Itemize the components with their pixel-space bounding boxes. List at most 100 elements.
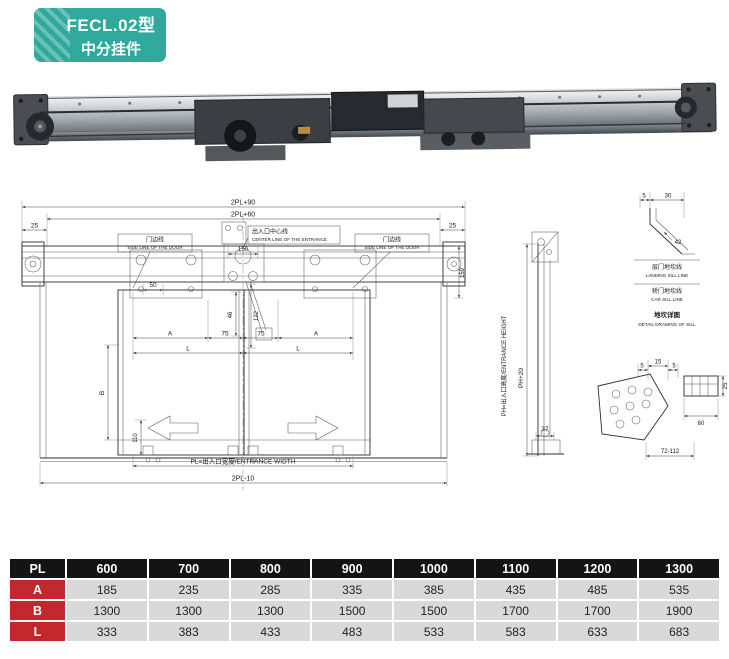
door-side-label-right-en: SIDE LINE OF THE DOOR bbox=[364, 245, 420, 250]
dim-ph-entrance-height: PH=出入口高度/ENTRANCE HEIGHT bbox=[500, 315, 508, 416]
dim-5-b: 5 bbox=[672, 364, 676, 370]
dim-ph-20: PH+20 bbox=[518, 368, 525, 388]
side-view-sill-section bbox=[531, 439, 561, 455]
dim-a-left: A bbox=[168, 331, 173, 338]
dimension-table: PL 600 700 800 900 1000 1100 1200 1300 A… bbox=[8, 557, 721, 643]
dim-110: 110 bbox=[133, 433, 139, 443]
belt-clamp-detail bbox=[221, 221, 247, 245]
sill-profile-section bbox=[683, 375, 719, 397]
table-cell: 1300 bbox=[148, 601, 229, 620]
entrance-center-label-cn: 出入口中心线 bbox=[252, 228, 288, 236]
table-cell: 1900 bbox=[639, 601, 719, 620]
table-cell: 385 bbox=[394, 580, 474, 599]
dim-75-right: 75 bbox=[257, 331, 265, 338]
dim-50: 50 bbox=[149, 282, 157, 289]
table-cell: 383 bbox=[148, 622, 229, 641]
table-row-l: L 333 383 433 483 533 583 633 683 bbox=[10, 622, 719, 641]
dim-l-right: L bbox=[296, 346, 300, 353]
table-cell: 535 bbox=[639, 580, 719, 599]
table-cell: 285 bbox=[230, 580, 311, 599]
entrance-center-label: 出入口中心线 CENTER LINE OF THE ENTRANCE bbox=[242, 225, 341, 249]
right-door-panel bbox=[243, 289, 371, 456]
left-door-hanger bbox=[129, 249, 203, 299]
table-header-row: PL 600 700 800 900 1000 1100 1200 1300 bbox=[10, 559, 719, 578]
dim-l-left: L bbox=[186, 346, 190, 353]
table-col-header: 1100 bbox=[475, 559, 556, 578]
table-cell: 235 bbox=[148, 580, 229, 599]
table-cell: 1500 bbox=[394, 601, 474, 620]
table-cell: 433 bbox=[230, 622, 311, 641]
dim-b-group: B bbox=[99, 344, 118, 441]
table-col-header: 1300 bbox=[639, 559, 719, 578]
dim-15: 15 bbox=[655, 360, 662, 366]
car-sill-line-label-cn: 轿门地坎线 bbox=[652, 287, 682, 295]
table-row-b: B 1300 1300 1300 1500 1500 1700 1700 190… bbox=[10, 601, 719, 620]
door-panels bbox=[117, 289, 371, 463]
dim-46: 46 bbox=[228, 311, 234, 318]
sill-detail-title-en: DETAIL DRAWING OF SILL bbox=[638, 322, 696, 327]
table-cell: 485 bbox=[557, 580, 638, 599]
door-side-label-left-cn: 门边线 bbox=[146, 236, 164, 244]
dim-25-left: 25 bbox=[31, 223, 39, 230]
dim-30: 30 bbox=[665, 194, 672, 200]
track-rail bbox=[18, 123, 713, 142]
table-cell: 1300 bbox=[67, 601, 147, 620]
dim-150: 150 bbox=[238, 247, 249, 253]
dim-b: B bbox=[99, 391, 106, 395]
door-side-label-right-cn: 门边线 bbox=[383, 236, 401, 244]
table-cell: 1700 bbox=[557, 601, 638, 620]
dim-110-group: 110 bbox=[133, 419, 147, 455]
table-cell: 583 bbox=[475, 622, 556, 641]
dim-5-a: 5 bbox=[640, 364, 644, 370]
table-col-header: 1000 bbox=[394, 559, 474, 578]
left-door-panel bbox=[117, 289, 245, 456]
side-view-hanger-detail bbox=[531, 231, 559, 263]
table-corner-pl: PL bbox=[10, 559, 65, 578]
landing-sill-line-label-cn: 层门地坎线 bbox=[652, 263, 682, 271]
dim-2pl-10: 2PL-10 bbox=[232, 476, 255, 483]
badge-text: FECL.02型 中分挂件 bbox=[34, 11, 166, 59]
table-cell: 533 bbox=[394, 622, 474, 641]
dim-25-right: 25 bbox=[449, 223, 457, 230]
table-cell: 185 bbox=[67, 580, 147, 599]
landing-sill-line-label-en: LANDING SILL LINE bbox=[646, 273, 688, 278]
front-view-mid-dimensions: 50 46 122 159 bbox=[142, 245, 466, 349]
open-direction-arrow-right bbox=[287, 415, 339, 441]
badge-stripes-decoration bbox=[34, 8, 70, 62]
right-door-hanger bbox=[303, 249, 377, 299]
dim-75-left: 75 bbox=[221, 331, 229, 338]
row-label-a: A bbox=[10, 580, 65, 599]
model-name: FECL.02型 bbox=[66, 16, 156, 35]
dim-72-112: 72-112 bbox=[661, 449, 680, 455]
table-col-header: 1200 bbox=[557, 559, 638, 578]
car-sill-line-label-en: CAR SILL LINE bbox=[651, 297, 683, 302]
door-side-label-right: 门边线 SIDE LINE OF THE DOOR bbox=[352, 233, 430, 289]
sill-detail-title-cn: 地坎详图 bbox=[654, 310, 681, 319]
table-col-header: 600 bbox=[67, 559, 147, 578]
table-row-a: A 185 235 285 335 385 435 485 535 bbox=[10, 580, 719, 599]
table-cell: 1700 bbox=[475, 601, 556, 620]
sill-detail-landing-car: 5 30 42 层门地坎线 LANDING SILL LINE 轿门地坎线 CA… bbox=[634, 192, 700, 327]
open-direction-arrow-left bbox=[147, 415, 199, 441]
dim-122: 122 bbox=[254, 310, 260, 321]
model-subtitle: 中分挂件 bbox=[80, 41, 141, 58]
dim-row-l: L L bbox=[133, 346, 353, 355]
door-side-label-left: 门边线 SIDE LINE OF THE DOOR bbox=[117, 233, 193, 289]
table-cell: 333 bbox=[67, 622, 147, 641]
dim-5-top: 5 bbox=[642, 194, 646, 200]
table-col-header: 700 bbox=[148, 559, 229, 578]
table-col-header: 800 bbox=[230, 559, 311, 578]
technical-drawing: 2PL+90 2PL+60 25 25 bbox=[21, 192, 729, 490]
table-col-header: 900 bbox=[312, 559, 392, 578]
table-cell: 1500 bbox=[312, 601, 392, 620]
dim-row-a75: A 75 75 A bbox=[132, 292, 354, 360]
table-cell: 335 bbox=[312, 580, 392, 599]
dim-a-right: A bbox=[314, 331, 319, 338]
lock-assembly bbox=[423, 97, 525, 134]
dim-37: 37 bbox=[541, 426, 549, 433]
header-track-front-view bbox=[21, 221, 466, 458]
row-label-l: L bbox=[10, 622, 65, 641]
dim-25: 25 bbox=[723, 382, 729, 389]
sill-and-bottom-dimensions: PL=出入口宽度/ENTRANCE WIDTH 2PL-10 bbox=[39, 455, 448, 486]
